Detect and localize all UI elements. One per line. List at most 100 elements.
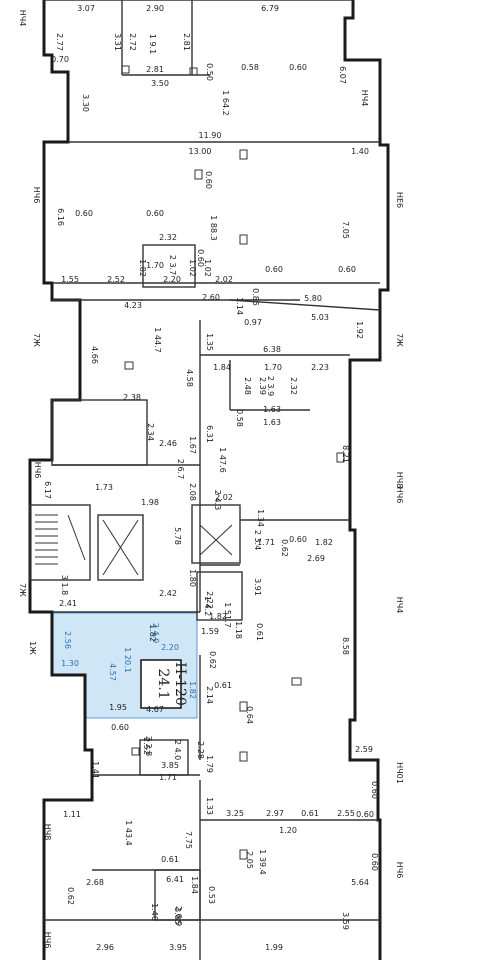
dimension-label: 0.70 (51, 55, 69, 64)
dimension-label: 1.41 (91, 761, 100, 779)
dimension-label: 0.58 (235, 409, 244, 427)
dimension-label: 2.22 (205, 591, 214, 609)
dimension-label: 0.58 (241, 63, 259, 72)
dimension-label: 3.91 (253, 578, 262, 596)
room-label: 2 3.4 (253, 530, 262, 550)
dimension-label: 5.78 (173, 527, 182, 545)
dimension-label: 2.81 (182, 33, 191, 51)
dimension-label: 2.23 (311, 363, 329, 372)
dimension-label: 4.67 (146, 705, 164, 714)
dimension-label: 2.48 (243, 377, 252, 395)
dimension-label: 1.73 (95, 483, 113, 492)
dimension-label: 0.85 (251, 288, 260, 306)
axis-marker: 7Ж (32, 333, 41, 347)
dimension-label: 1.63 (263, 405, 281, 414)
dimension-label: 1.82 (315, 538, 333, 547)
dimension-label: 1.14 (235, 297, 244, 315)
room-label: 1 20.1 (123, 647, 132, 672)
dimension-label: 1.98 (141, 498, 159, 507)
dimension-label: 4.66 (90, 346, 99, 364)
dimension-label: 0.62 (208, 651, 217, 669)
dimension-label: 2.38 (123, 393, 141, 402)
dimension-label: 2.32 (289, 377, 298, 395)
axis-marker: 1Ж (28, 641, 37, 655)
dimension-label: 2.02 (215, 275, 233, 284)
dimension-label: 1.59 (201, 627, 219, 636)
room-label: 1 9.1 (148, 34, 157, 54)
dimension-label: 2.96 (96, 943, 114, 952)
dimension-label: 0.60 (111, 723, 129, 732)
room-label: 2 6.9 (174, 906, 183, 926)
dimension-label: 0.61 (301, 809, 319, 818)
dimension-label: 6.41 (166, 875, 184, 884)
dimension-label: 1.82 (188, 681, 197, 699)
room-label: 2 6.7 (176, 459, 185, 479)
dimension-label: 1.84 (190, 876, 199, 894)
dimension-label: 6.79 (261, 4, 279, 13)
dimension-label: 1.02 (188, 259, 197, 277)
dimension-label: 2.08 (188, 483, 197, 501)
dimension-label: 6.16 (56, 208, 65, 226)
room-labels: 1 9.11 64.21 88.32 3.71 44.72 6.72 3.91 … (60, 34, 275, 926)
dimension-label: 4.58 (185, 369, 194, 387)
dimension-label: 0.60 (196, 249, 205, 267)
dimension-label: 0.61 (255, 623, 264, 641)
room-label: 2 2.8 (144, 736, 153, 756)
dimension-label: 8.58 (341, 637, 350, 655)
axis-marker: НЧ4 (395, 597, 404, 614)
axis-marker: НЧ6 (395, 487, 404, 504)
dimension-label: 3.30 (81, 94, 90, 112)
unit-code-box[interactable] (140, 659, 182, 709)
axis-marker: НЧ6 (33, 462, 42, 479)
dimension-label: 0.60 (75, 209, 93, 218)
dimension-label: 3.07 (77, 4, 95, 13)
axis-marker: НЕ6 (395, 192, 404, 208)
axis-marker: НЧ6 (32, 187, 41, 204)
dimension-label: 1.71 (257, 538, 275, 547)
dimension-label: 1.18 (234, 621, 243, 639)
axis-marker: НЧ4 (360, 90, 369, 107)
highlighted-unit[interactable]: Н-120 24.1 (51, 612, 198, 719)
dimension-label: 6.38 (263, 345, 281, 354)
dimension-label: 1.95 (109, 703, 127, 712)
dimension-label: 2.52 (107, 275, 125, 284)
dimension-label: 2.46 (159, 439, 177, 448)
dimension-label: 2.42 (159, 589, 177, 598)
axis-marker: НЧ6 (395, 862, 404, 879)
dimension-label: 1.67 (188, 436, 197, 454)
dimension-label: 0.97 (244, 318, 262, 327)
room-label: 1 51.7 (223, 602, 232, 627)
dimension-label: 8.21 (341, 445, 350, 463)
dimension-label: 0.60 (146, 209, 164, 218)
dimension-label: 2.34 (146, 423, 155, 441)
dimension-label: 1.92 (355, 321, 364, 339)
dimension-label: 1.11 (63, 810, 81, 819)
room-label: 2 3.7 (168, 255, 177, 275)
dimension-label: 1.55 (61, 275, 79, 284)
dimension-label: 0.60 (370, 853, 379, 871)
dimension-label: 2.90 (146, 4, 164, 13)
dimension-label: 2.77 (55, 33, 64, 51)
dimension-label: 0.60 (289, 63, 307, 72)
dimension-label: 1.99 (265, 943, 283, 952)
dimension-label: 1.02 (203, 259, 212, 277)
dimension-label: 2.32 (159, 233, 177, 242)
dimension-label: 5.80 (304, 294, 322, 303)
dimension-label: 3.95 (169, 943, 187, 952)
dimension-label: 2.97 (266, 809, 284, 818)
dimension-label: 0.60 (338, 265, 356, 274)
dimension-label: 1.82 (148, 624, 157, 642)
axis-marker: 7Ж (18, 583, 27, 597)
room-label: 2 4.0 (151, 623, 160, 643)
dimension-label: 2.05 (245, 851, 254, 869)
dimension-label: 3.25 (226, 809, 244, 818)
dimension-label: 2.52 (142, 737, 151, 755)
room-label: 1 47.6 (218, 447, 227, 472)
dimension-label: 13.00 (189, 147, 212, 156)
vent-markers (121, 65, 345, 860)
axis-marker: 7Ж (395, 333, 404, 347)
dimension-label: 7.75 (184, 831, 193, 849)
dimension-label: 4.57 (108, 663, 117, 681)
axis-marker: НЧ01 (395, 762, 404, 784)
